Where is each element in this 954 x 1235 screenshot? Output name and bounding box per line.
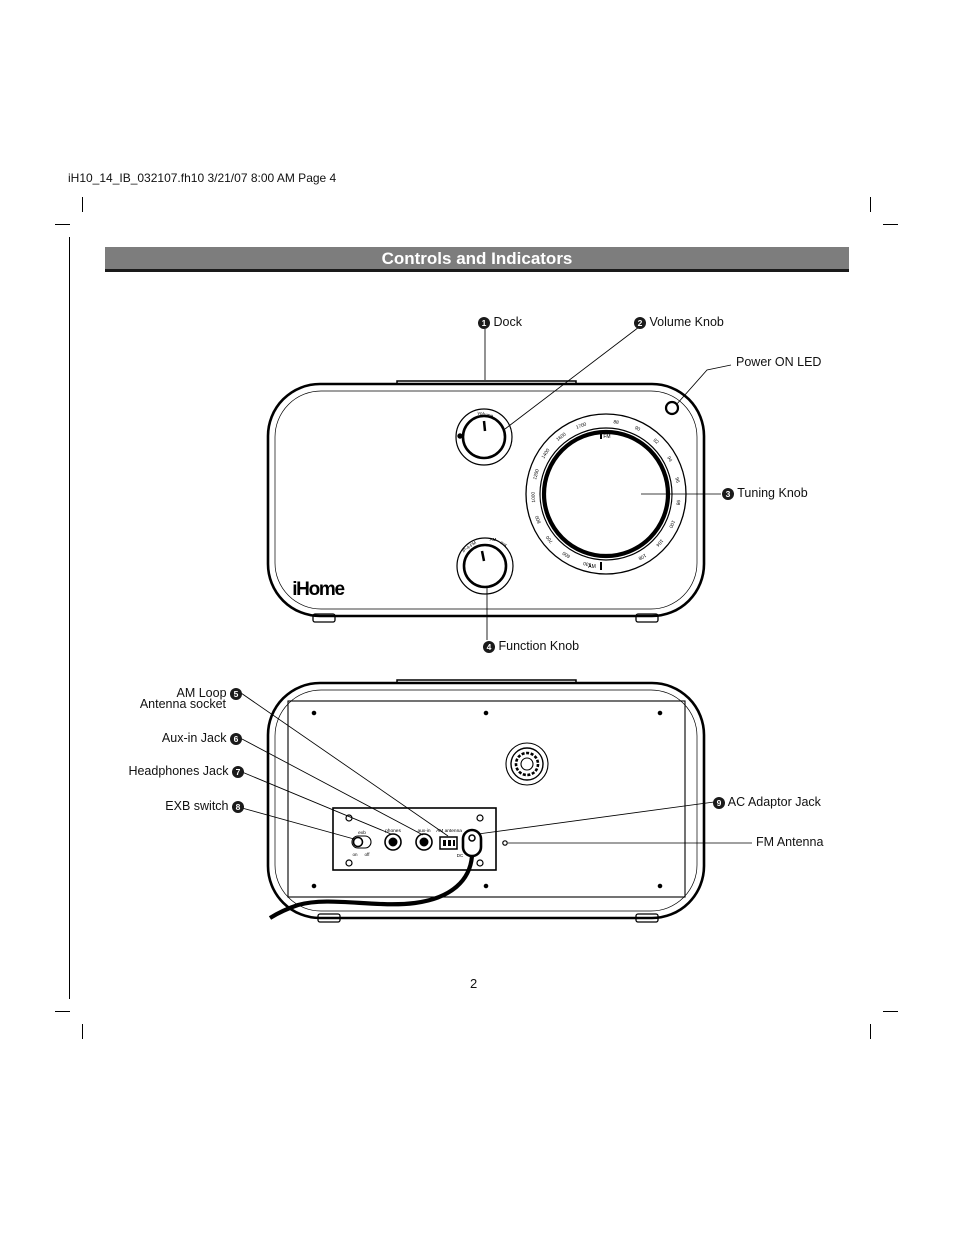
- callout-text: AM Loop: [176, 686, 227, 700]
- callout-number: 6: [230, 732, 242, 745]
- back-view: [266, 679, 706, 923]
- crop-mark: [55, 224, 70, 225]
- callout-volume-knob: 2 Volume Knob: [634, 315, 724, 329]
- dial-fm-tick-label: 108: [637, 552, 647, 561]
- dial-band-am: AM: [588, 564, 596, 570]
- panel-label-exb: exb: [358, 830, 366, 836]
- callout-number: 2: [634, 316, 646, 329]
- dial-am-tick-label: 800: [534, 514, 543, 524]
- callout-aux-in-jack: Aux-in Jack 6: [120, 731, 242, 745]
- crop-mark: [883, 224, 898, 225]
- dial-am-tick-label: 1700: [575, 421, 587, 430]
- dial-am-tick-label: 530: [582, 560, 592, 568]
- callout-text: Headphones Jack: [128, 764, 229, 778]
- switch-state-off: off: [365, 852, 371, 857]
- dial-am-tick-label: 1000: [531, 491, 537, 502]
- callout-number: 3: [722, 487, 734, 500]
- file-slug: iH10_14_IB_032107.fh10 3/21/07 8:00 AM P…: [68, 171, 337, 185]
- callout-tuning-knob: 3 Tuning Knob: [722, 486, 808, 500]
- callout-number: 8: [232, 800, 244, 813]
- dial-fm-tick-label: 90: [634, 425, 642, 433]
- callout-headphones-jack: Headphones Jack 7: [100, 764, 244, 778]
- crop-mark: [870, 197, 871, 212]
- callout-function-knob: 4 Function Knob: [483, 639, 579, 653]
- page-number: 2: [470, 976, 478, 991]
- panel-label-aux-in: aux-in: [417, 828, 430, 834]
- brand-logo: iHome: [292, 579, 344, 600]
- callout-fm-antenna: FM Antenna: [756, 835, 824, 849]
- dial-band-fm: FM: [603, 434, 610, 440]
- dial-fm-tick-label: 104: [654, 538, 664, 548]
- callout-exb-switch: EXB switch 8: [120, 799, 244, 813]
- callout-text: Volume Knob: [649, 315, 724, 329]
- callout-number: 9: [713, 796, 725, 809]
- callout-text: Tuning Knob: [737, 486, 808, 500]
- callout-text: EXB switch: [165, 799, 229, 813]
- function-word-aux: aux: [499, 540, 508, 548]
- volume-word: volume: [477, 410, 494, 419]
- dial-am-tick-label: 700: [545, 534, 555, 544]
- margin-rule: [69, 237, 70, 999]
- callout-number: 7: [232, 765, 244, 778]
- dial-fm-tick-label: 100: [667, 519, 676, 529]
- panel-label-am-antenna: AM antenna: [436, 828, 462, 834]
- dial-fm-tick-label: 98: [674, 499, 681, 505]
- callout-power-led: Power ON LED: [736, 355, 822, 369]
- dial-fm-tick-label: 96: [673, 477, 680, 484]
- dial-fm-tick-label: 88: [613, 419, 619, 426]
- crop-mark: [55, 1011, 70, 1012]
- crop-mark: [883, 1011, 898, 1012]
- dial-am-tick-label: 1400: [541, 447, 552, 459]
- callout-text: AC Adaptor Jack: [727, 795, 821, 809]
- callout-text-line2: Antenna socket: [139, 697, 226, 711]
- callout-text: Aux-in Jack: [161, 731, 227, 745]
- callout-number: 1: [478, 316, 490, 329]
- callout-number: 5: [230, 687, 242, 700]
- crop-mark: [82, 1024, 83, 1039]
- callout-leaders: [240, 326, 752, 844]
- function-word-am: AM: [490, 537, 497, 542]
- callout-number: 4: [483, 640, 495, 653]
- crop-mark: [82, 197, 83, 212]
- crop-mark: [870, 1024, 871, 1039]
- dial-am-tick-label: 1200: [532, 468, 541, 480]
- callout-dock: 1 Dock: [478, 315, 522, 329]
- dial-fm-tick-label: 92: [652, 438, 660, 446]
- front-view: [266, 380, 706, 623]
- dial-am-tick-label: 600: [561, 550, 571, 560]
- callout-text: Dock: [493, 315, 522, 329]
- panel-label-dc: DC: [457, 853, 464, 858]
- dial-fm-tick-label: 94: [665, 455, 673, 463]
- callout-am-loop-socket: AM Loop 5 Antenna socket: [120, 686, 242, 711]
- callout-ac-adaptor-jack: 9 AC Adaptor Jack: [713, 795, 821, 809]
- section-title: Controls and Indicators: [105, 247, 849, 272]
- switch-state-on: on: [352, 852, 358, 857]
- callout-text: Function Knob: [498, 639, 580, 653]
- panel-label-phones: phones: [385, 828, 401, 834]
- dial-am-tick-label: 1600: [555, 431, 567, 443]
